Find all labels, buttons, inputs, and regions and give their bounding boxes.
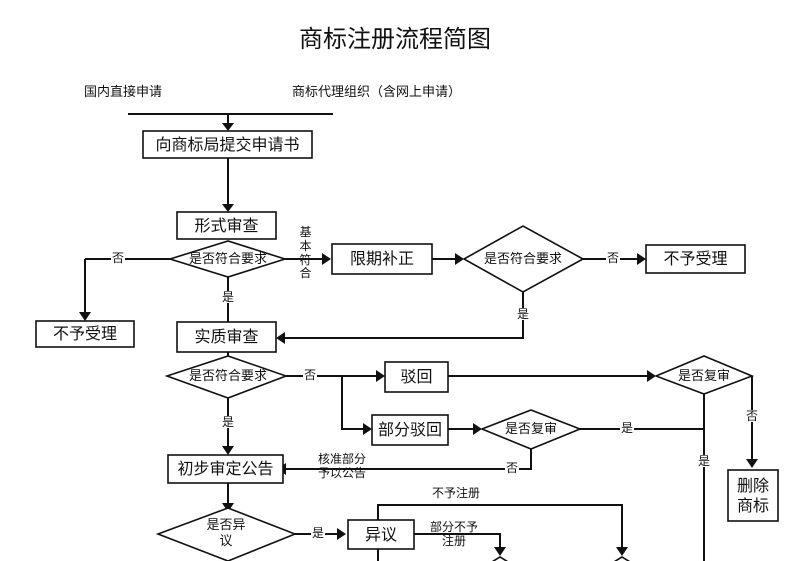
edge-label-partial-review-no: 否 — [505, 461, 520, 475]
edge-label-formal-yes: 是 — [221, 290, 236, 304]
edge-label-formal-no: 否 — [111, 251, 126, 265]
arrowhead — [647, 370, 656, 382]
box-reject-right — [645, 244, 746, 274]
arrowhead — [222, 204, 234, 212]
node-partial-rejection: 部分驳回 — [377, 420, 442, 439]
box-submit — [142, 130, 313, 159]
edge-label-correction-yes: 是 — [516, 307, 531, 321]
diamond-review-full — [653, 355, 755, 395]
arrowhead — [337, 528, 346, 540]
box-reject-left — [35, 320, 135, 348]
box-partial-rejection — [371, 414, 449, 446]
node-delete-mark: 删除商标 — [736, 476, 769, 515]
arrowhead — [222, 446, 234, 455]
edge-not-registered — [377, 504, 623, 548]
source-direct: 国内直接申请 — [84, 85, 163, 100]
diamond-formal-check — [167, 240, 288, 278]
edge-label-not-registered: 不予注册 — [431, 486, 482, 500]
edge-label-formal-basic: 基本符合 — [299, 225, 312, 281]
decision-diamond-full — [613, 556, 631, 561]
edge-label-opposition-yes: 是 — [311, 526, 326, 540]
diamond-opposition-check — [155, 507, 298, 561]
arrowhead — [363, 423, 372, 435]
source-agency: 商标代理组织（含网上申请） — [292, 85, 462, 100]
diamond-correction-check — [462, 225, 585, 293]
arrowhead — [222, 123, 234, 131]
box-opposition — [347, 519, 415, 550]
decision-substantive-check: 是否符合要求 — [188, 368, 267, 384]
edge-partial-not-registered — [414, 533, 501, 548]
box-substantive-review — [176, 321, 277, 353]
diagram-title: 商标注册流程简图 — [299, 25, 491, 53]
arrowhead — [376, 370, 385, 382]
edge-label-partial-not-registered: 部分不予注册 — [429, 520, 478, 549]
decision-review-full: 是否复审 — [677, 368, 730, 384]
arrowhead — [637, 253, 646, 265]
node-rejection: 驳回 — [400, 367, 433, 386]
box-formal-review — [176, 211, 277, 240]
decision-review-partial: 是否复审 — [504, 421, 557, 437]
edge-label-partial-review-yes: 是 — [620, 421, 635, 435]
arrowhead — [455, 253, 464, 265]
decision-opposition-check: 是否异议 — [206, 517, 246, 549]
node-substantive-review: 实质审查 — [194, 327, 259, 346]
edge-label-partial-approved: 核准部分予以公告 — [317, 452, 366, 481]
arrowhead — [746, 459, 758, 468]
box-rejection — [384, 361, 449, 393]
edge-to-partial-rejection — [341, 376, 364, 430]
node-preliminary-notice: 初步审定公告 — [177, 459, 274, 478]
edge-label-substantive-yes: 是 — [221, 415, 236, 429]
decision-formal-check: 是否符合要求 — [188, 251, 267, 267]
decision-correction-check: 是否符合要求 — [483, 251, 562, 267]
node-formal-review: 形式审查 — [194, 215, 259, 235]
arrowhead — [473, 423, 482, 435]
edge-label-correction-no: 否 — [606, 251, 621, 265]
node-correction: 限期补正 — [349, 249, 414, 268]
arrowhead — [494, 547, 506, 556]
edge-label-full-review-yes: 是 — [697, 454, 712, 468]
decision-diamond-partial — [491, 556, 509, 561]
edge-label-substantive-no: 否 — [303, 368, 318, 382]
edge-partial-review-no — [283, 449, 532, 470]
box-correction — [331, 243, 433, 275]
arrowhead — [276, 332, 285, 344]
box-delete-mark — [727, 469, 779, 522]
node-reject-right: 不予受理 — [663, 249, 728, 268]
node-reject-left: 不予受理 — [52, 324, 117, 343]
box-preliminary-notice — [167, 454, 284, 484]
arrowhead — [79, 312, 91, 321]
node-opposition: 异议 — [364, 524, 397, 544]
edge-correction-yes — [283, 292, 524, 339]
arrowhead — [616, 547, 628, 556]
edge-label-full-review-no: 否 — [745, 409, 760, 423]
diamond-review-partial — [479, 409, 583, 450]
arrowhead — [322, 253, 331, 265]
diamond-substantive-check — [164, 355, 289, 399]
node-submit: 向商标局提交申请书 — [155, 134, 300, 154]
